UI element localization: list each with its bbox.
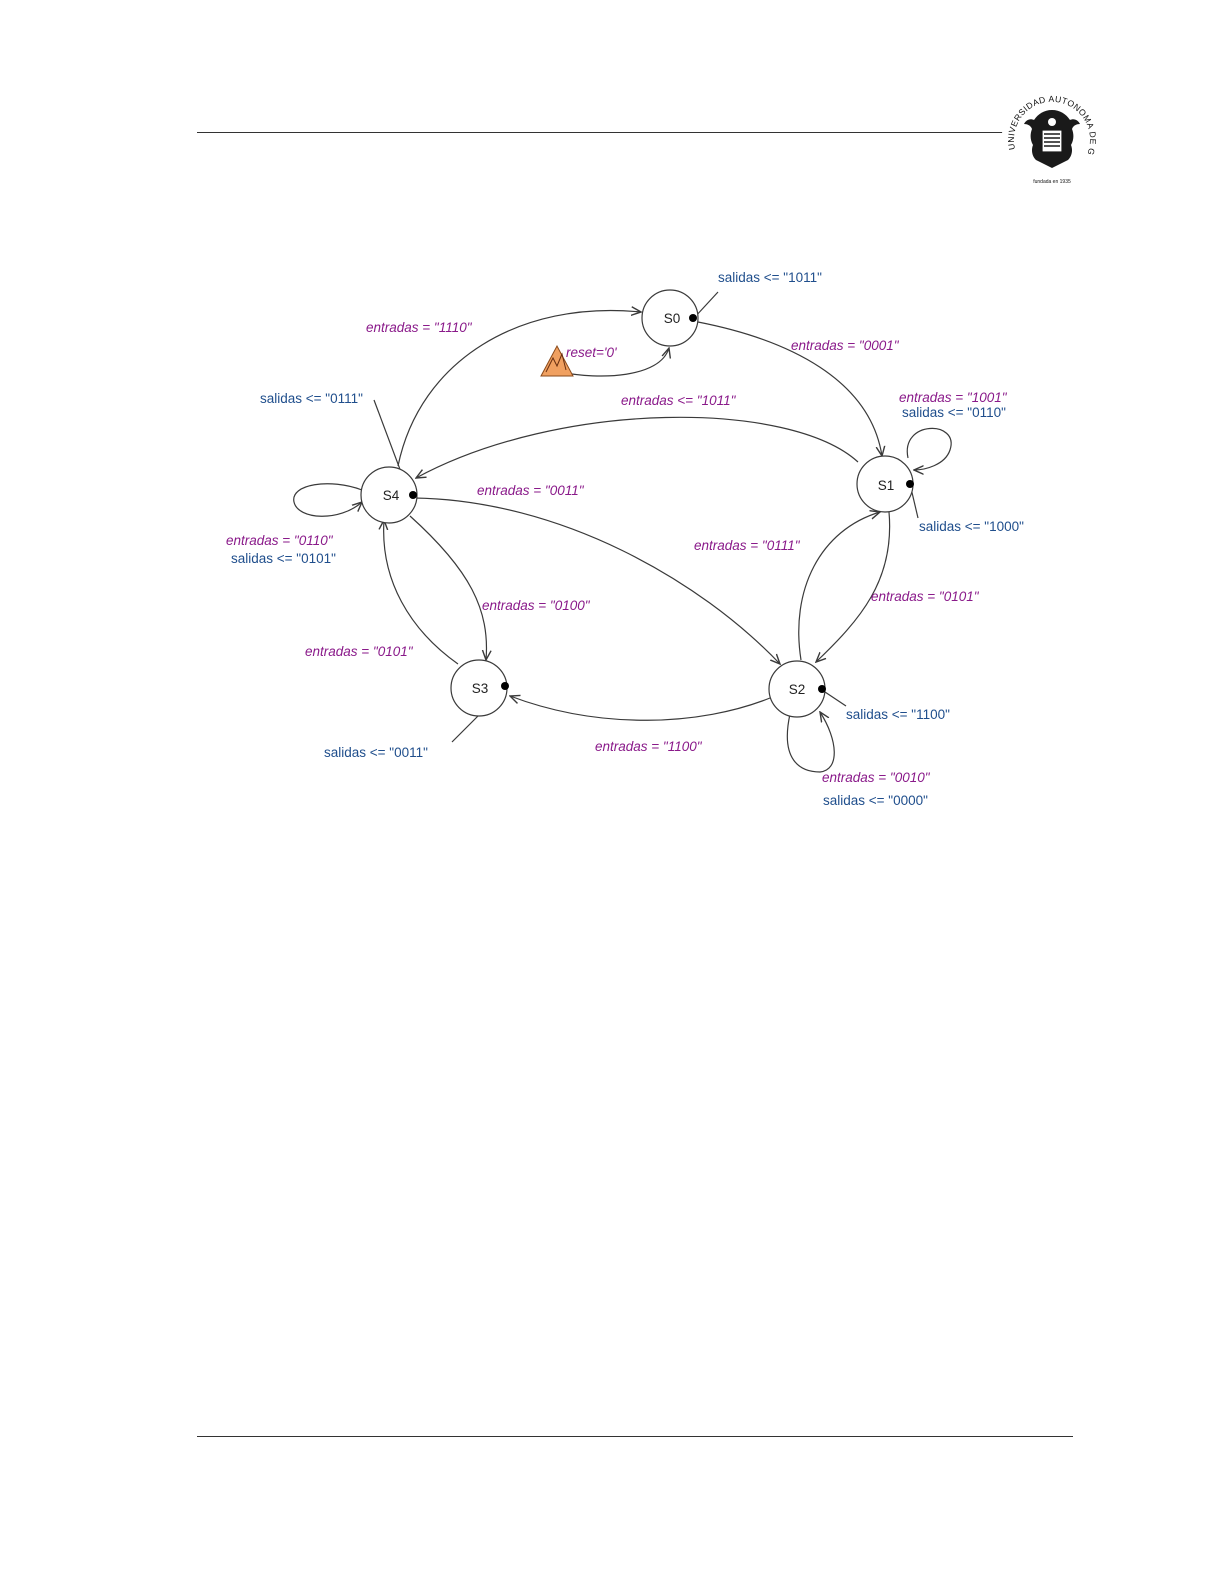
label-s4-s2: entradas = "0011" [477, 483, 585, 498]
output-s2: salidas <= "1100" [846, 707, 950, 722]
edge-s2-s2 [786, 712, 835, 773]
label-reset: reset='0' [566, 345, 617, 360]
edge-s4-s3 [409, 515, 486, 660]
label-s4-s0: entradas = "1110" [366, 320, 473, 335]
reset-marker-icon [540, 344, 574, 377]
state-s1: S1 [856, 455, 914, 513]
label-s2-s3: entradas = "1100" [595, 739, 703, 754]
output-s4-loop: salidas <= "0101" [231, 551, 336, 566]
state-s0-label: S0 [664, 311, 681, 326]
header-rule [197, 132, 1009, 133]
edge-reset-s0 [559, 348, 669, 377]
label-s1-s2: entradas = "0101" [871, 589, 980, 604]
output-s1-loop: salidas <= "0110" [902, 405, 1006, 420]
state-s4: S4 [360, 466, 418, 524]
edge-s2-s1 [798, 512, 880, 661]
edge-s1-s4 [416, 416, 859, 478]
output-s3: salidas <= "0011" [324, 745, 428, 760]
label-s0-s1: entradas = "0001" [791, 338, 900, 353]
edge-s4-s4 [293, 483, 362, 517]
state-s4-label: S4 [383, 488, 400, 503]
label-s4-s4: entradas = "0110" [226, 533, 334, 548]
svg-text:fundada en 1935: fundada en 1935 [1033, 179, 1071, 185]
state-s0: S0 [641, 289, 699, 347]
output-s4: salidas <= "0111" [260, 391, 363, 406]
state-s1-label: S1 [878, 478, 895, 493]
edge-s1-s2 [816, 511, 891, 662]
state-s2-label: S2 [789, 682, 806, 697]
label-s4-s3: entradas = "0100" [482, 598, 591, 613]
university-seal-logo: UNIVERSIDAD AUTONOMA DE GUADALAJARA fund… [1000, 88, 1103, 191]
edge-s3-s4 [384, 520, 459, 665]
label-s3-s4: entradas = "0101" [305, 644, 414, 659]
edge-s1-s1 [906, 427, 952, 470]
footer-rule [197, 1436, 1073, 1437]
state-s3-label: S3 [472, 681, 489, 696]
label-s2-s2: entradas = "0010" [822, 770, 931, 785]
output-s1: salidas <= "1000" [919, 519, 1024, 534]
output-s2-loop: salidas <= "0000" [823, 793, 928, 808]
edge-s2-s3 [510, 696, 771, 721]
edge-s4-s2 [413, 497, 780, 664]
state-s3: S3 [450, 659, 509, 717]
state-s2: S2 [768, 660, 826, 718]
leader-s2 [821, 689, 847, 707]
edge-s4-s0 [397, 310, 641, 467]
label-s1-s1: entradas = "1001" [899, 390, 1008, 405]
edge-s0-s1 [697, 321, 882, 456]
label-s2-s1: entradas = "0111" [694, 538, 801, 553]
output-s0: salidas <= "1011" [718, 270, 822, 285]
label-s1-s4: entradas <= "1011" [621, 393, 737, 408]
